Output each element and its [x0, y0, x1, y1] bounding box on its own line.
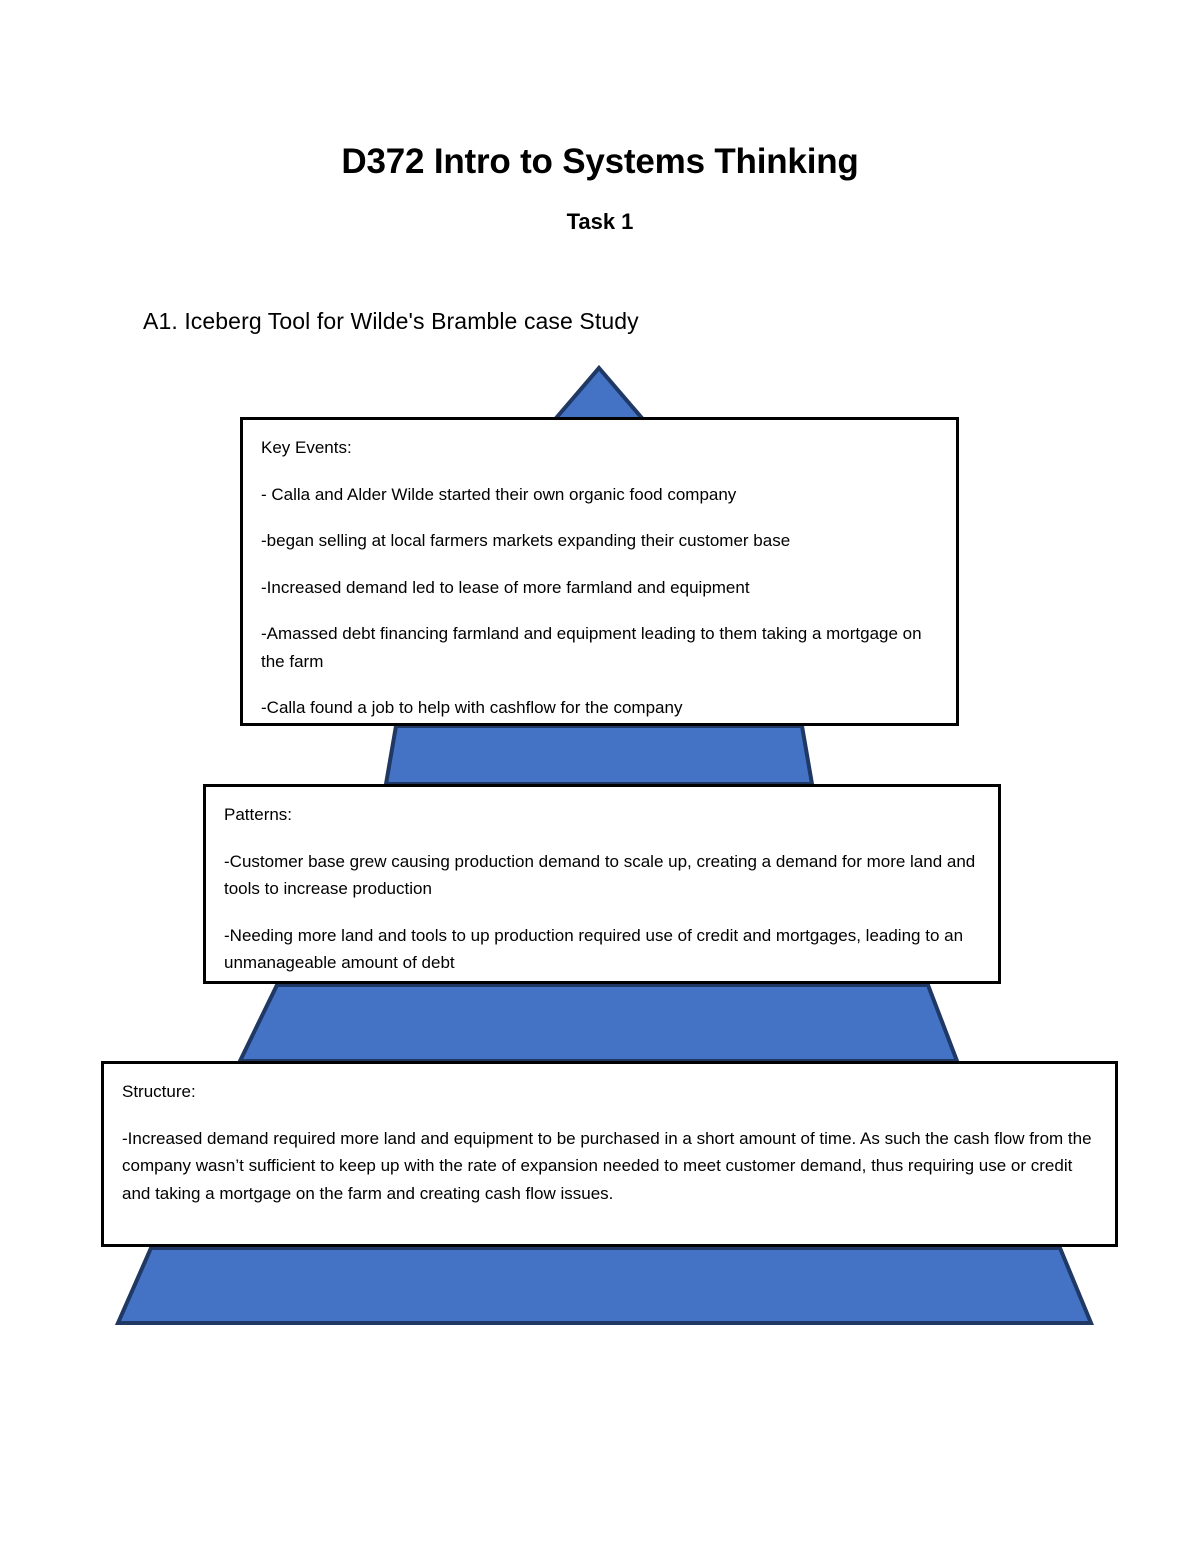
page-subtitle: Task 1	[566, 209, 634, 234]
structure-box: Structure: -Increased demand required mo…	[101, 1061, 1118, 1247]
patterns-label: Patterns:	[224, 805, 293, 824]
iceberg-tier-2-trapezoid	[383, 724, 815, 786]
key-events-item: -Increased demand led to lease of more f…	[261, 577, 750, 597]
structure-label: Structure:	[122, 1082, 196, 1101]
key-events-label: Key Events:	[261, 438, 352, 457]
key-events-box: Key Events: - Calla and Alder Wilde star…	[240, 417, 959, 726]
key-events-item: -began selling at local farmers markets …	[261, 531, 791, 551]
patterns-item: -Needing more land and tools to up produ…	[224, 925, 964, 973]
structure-item: -Increased demand required more land and…	[122, 1128, 1092, 1203]
key-events-item: - Calla and Alder Wilde started their ow…	[261, 484, 737, 504]
page-title: D372 Intro to Systems Thinking	[341, 142, 859, 181]
patterns-box: Patterns: -Customer base grew causing pr…	[203, 784, 1001, 984]
iceberg-tier-1-apex	[546, 364, 652, 426]
section-heading: A1. Iceberg Tool for Wilde's Bramble cas…	[143, 308, 639, 334]
key-events-item: -Calla found a job to help with cashflow…	[261, 698, 683, 718]
key-events-item: -Amassed debt financing farmland and equ…	[261, 624, 922, 671]
patterns-item: -Customer base grew causing production d…	[224, 851, 976, 899]
iceberg-tier-4-base	[114, 1246, 1094, 1325]
iceberg-tier-3-trapezoid	[236, 983, 960, 1063]
